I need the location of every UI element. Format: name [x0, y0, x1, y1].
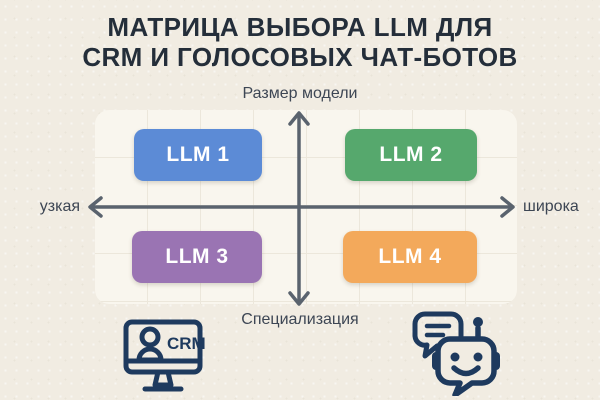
- axis-label-narrow: узкая: [39, 198, 80, 215]
- crm-label: CRM: [167, 334, 206, 353]
- axis-label-model-size: Размер модели: [242, 85, 358, 102]
- page-title: МАТРИЦА ВЫБОРА LLM ДЛЯ CRM И ГОЛОСОВЫХ Ч…: [0, 12, 600, 72]
- horizontal-axis-arrow: [88, 196, 515, 218]
- matrix-axes: [88, 111, 515, 306]
- chatbot-icon: [412, 311, 500, 396]
- crm-monitor-icon: CRM: [123, 319, 206, 392]
- robot-smile: [451, 365, 481, 377]
- page-title-line2: CRM И ГОЛОСОВЫХ ЧАТ-БОТОВ: [82, 42, 518, 72]
- quadrant-llm-1: LLM 1: [134, 129, 262, 181]
- robot-eye-left: [450, 352, 460, 362]
- person-head: [139, 326, 161, 348]
- quadrant-llm-3: LLM 3: [132, 231, 262, 283]
- monitor-frame: [123, 319, 203, 375]
- robot-antenna-tip: [473, 317, 483, 327]
- speech-bubble: [412, 311, 464, 359]
- quadrant-llm-2: LLM 2: [345, 129, 477, 181]
- page-title-line1: МАТРИЦА ВЫБОРА LLM ДЛЯ: [107, 12, 493, 42]
- monitor-stand: [152, 369, 174, 388]
- quadrant-llm-4: LLM 4: [343, 231, 477, 283]
- robot-eye-right: [473, 352, 483, 362]
- vertical-axis-arrow: [288, 111, 310, 306]
- robot-face: [435, 336, 497, 396]
- axis-label-specialization: Специализация: [241, 311, 359, 328]
- person-shoulders: [136, 346, 164, 363]
- robot-head: [432, 317, 500, 396]
- axis-label-wide: широка: [523, 198, 579, 215]
